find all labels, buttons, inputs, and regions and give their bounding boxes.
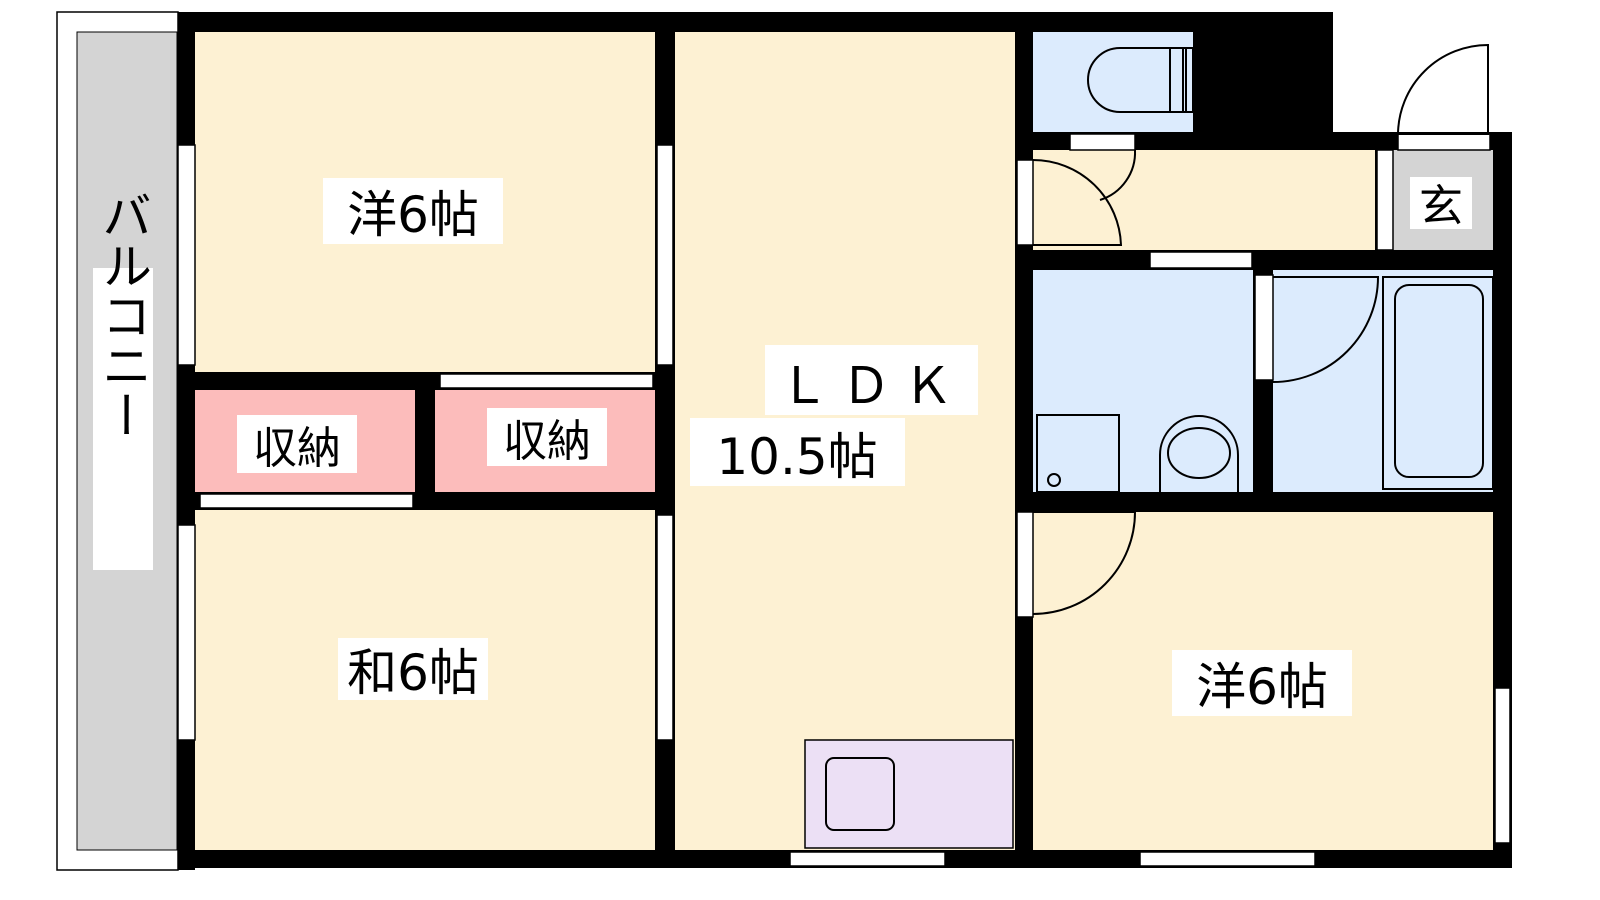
room-label-storage-right: 収納: [503, 416, 591, 467]
toilet-icon: [1087, 47, 1194, 113]
room-label-ldk-size: 10.5帖: [716, 428, 877, 486]
balcony-label-bg: [93, 268, 153, 570]
label-bg: [487, 408, 607, 466]
room-label-japanese: 和6帖: [347, 644, 479, 702]
washroom: [1033, 270, 1253, 492]
kitchen-counter: [804, 739, 1014, 849]
bathtub-icon: [1382, 276, 1494, 490]
drain-icon: [1047, 473, 1061, 487]
washbasin-icon: [1159, 415, 1239, 492]
basin-bowl: [1167, 427, 1231, 479]
label-bg: [690, 418, 905, 486]
label-bg: [323, 178, 503, 244]
sink-icon: [825, 757, 895, 831]
label-bg: [338, 638, 488, 700]
bathtub-inner: [1394, 284, 1484, 478]
room-label-storage-left: 収納: [253, 423, 341, 474]
balcony-label: バルコニー: [94, 190, 152, 440]
label-bg: [237, 415, 357, 473]
label-bg: [1172, 650, 1352, 716]
room-label-ldk: ＬＤＫ: [779, 357, 965, 415]
windows: [177, 133, 1511, 867]
label-bg: [1410, 177, 1472, 229]
washing-machine-icon: [1036, 414, 1120, 493]
room-label-western-right: 洋6帖: [1196, 658, 1328, 716]
door-arcs: [1032, 43, 1489, 615]
label-bg: [765, 345, 978, 415]
hallway: [1033, 150, 1378, 250]
room-label-western-top-left: 洋6帖: [347, 186, 479, 244]
room-label-entrance: 玄: [1419, 181, 1463, 232]
